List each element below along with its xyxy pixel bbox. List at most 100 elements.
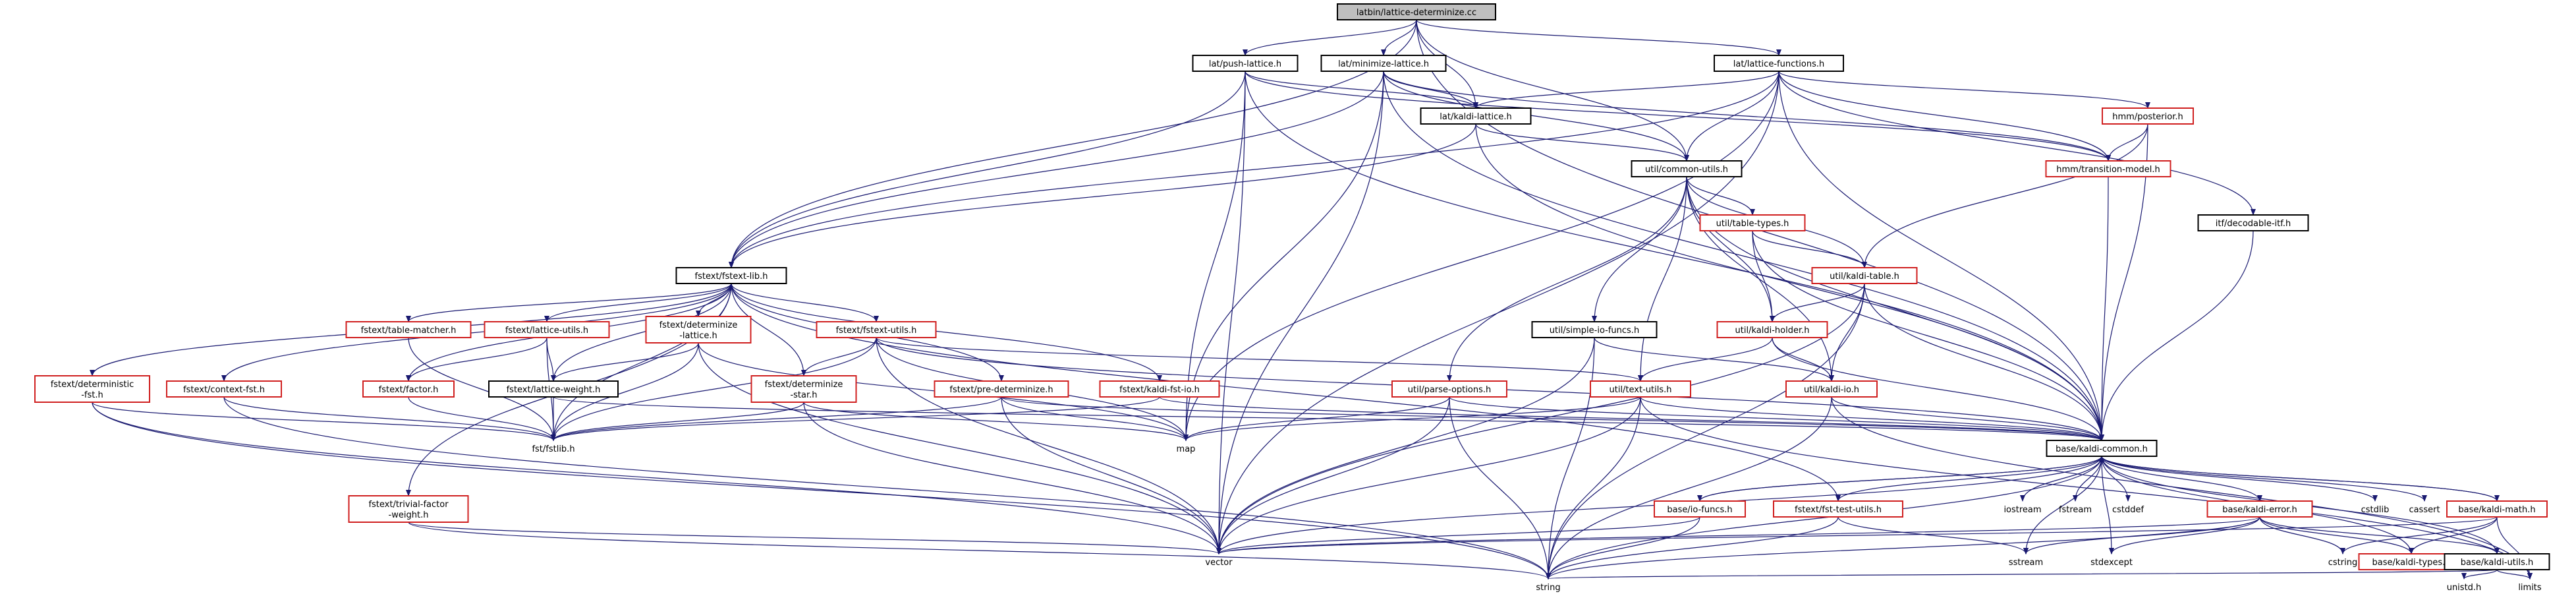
node-table-matcher[interactable]: fstext/table-matcher.h xyxy=(345,321,472,338)
node-label: fstext/lattice-weight.h xyxy=(507,385,601,395)
node-minimize-lattice[interactable]: lat/minimize-lattice.h xyxy=(1320,55,1447,72)
edge-fstext-utils-to-determinize-star xyxy=(801,337,877,376)
edge-kaldi-common-to-cstdlib xyxy=(2101,456,2378,502)
edge-kaldi-error-to-stdexcept xyxy=(2109,516,2260,554)
node-fstext-lib[interactable]: fstext/fstext-lib.h xyxy=(675,267,787,284)
edge-text-utils-to-limits xyxy=(1640,396,2533,580)
edge-kaldi-utils-to-limits xyxy=(2496,569,2533,580)
node-box xyxy=(2045,160,2171,177)
edge-posterior-to-kaldi-table xyxy=(1862,123,2148,268)
edge-parse-options-to-vector xyxy=(1216,396,1450,554)
node-deterministic-fst[interactable]: fstext/deterministic-fst.h xyxy=(34,375,150,403)
node-kaldi-holder[interactable]: util/kaldi-holder.h xyxy=(1716,321,1828,338)
edge-fstext-lib-to-lattice-weight xyxy=(551,283,732,382)
node-label: base/kaldi-math.h xyxy=(2458,505,2535,515)
node-kaldi-math[interactable]: base/kaldi-math.h xyxy=(2446,500,2548,518)
edge-io-funcs-to-vector xyxy=(1216,516,1700,554)
node-label: fstext/kaldi-fst-io.h xyxy=(1119,385,1200,395)
node-parse-options[interactable]: util/parse-options.h xyxy=(1391,380,1507,398)
node-text-utils[interactable]: util/text-utils.h xyxy=(1590,380,1691,398)
edge-deterministic-fst-to-vector xyxy=(92,402,1221,554)
node-box xyxy=(675,267,787,284)
edge-push-lattice-to-map xyxy=(1183,71,1246,441)
node-sstream: sstream xyxy=(2009,558,2043,568)
edge-simple-io-funcs-to-vector xyxy=(1216,337,1595,554)
node-label: util/kaldi-io.h xyxy=(1804,385,1859,395)
node-root[interactable]: latbin/lattice-determinize.cc xyxy=(1337,3,1496,20)
node-kaldi-error[interactable]: base/kaldi-error.h xyxy=(2206,500,2313,518)
node-lattice-functions[interactable]: lat/lattice-functions.h xyxy=(1714,55,1844,72)
node-determinize-star[interactable]: fstext/determinize-star.h xyxy=(750,375,857,403)
node-box xyxy=(816,321,937,338)
node-fst-test-utils[interactable]: fstext/fst-test-utils.h xyxy=(1773,500,1903,518)
node-kaldi-lattice[interactable]: lat/kaldi-lattice.h xyxy=(1420,107,1532,125)
edge-determinize-star-to-map xyxy=(803,402,1189,441)
node-label: limits xyxy=(2518,583,2542,593)
node-label: fstext/trivial-factor xyxy=(368,500,449,510)
edge-lattice-functions-to-kaldi-common xyxy=(1778,71,2104,441)
node-kaldi-fst-io[interactable]: fstext/kaldi-fst-io.h xyxy=(1099,380,1220,398)
node-pre-determinize[interactable]: fstext/pre-determinize.h xyxy=(934,380,1069,398)
node-kaldi-utils[interactable]: base/kaldi-utils.h xyxy=(2444,553,2550,570)
node-decodable-itf[interactable]: itf/decodable-itf.h xyxy=(2197,214,2309,231)
node-label: fstext/fst-test-utils.h xyxy=(1795,505,1882,515)
node-fstlib: fst/fstlib.h xyxy=(532,444,574,454)
edge-pre-determinize-to-kaldi-common xyxy=(1001,396,2104,441)
edge-text-utils-to-map xyxy=(1183,396,1641,441)
node-table-types[interactable]: util/table-types.h xyxy=(1699,214,1806,231)
edge-text-utils-to-string xyxy=(1546,396,1641,580)
node-kaldi-table[interactable]: util/kaldi-table.h xyxy=(1811,267,1918,284)
edge-trivial-factor-weight-to-vector xyxy=(408,522,1221,554)
node-label: itf/decodable-itf.h xyxy=(2216,219,2291,229)
edge-minimize-lattice-to-common-utils xyxy=(1383,71,1689,162)
edge-kaldi-table-to-kaldi-holder xyxy=(1770,283,1865,322)
edge-posterior-to-transition-model xyxy=(2106,123,2148,162)
node-label: cstring xyxy=(2328,558,2357,568)
node-common-utils[interactable]: util/common-utils.h xyxy=(1631,160,1743,177)
node-label: util/kaldi-table.h xyxy=(1830,272,1899,282)
node-trivial-factor-weight[interactable]: fstext/trivial-factor-weight.h xyxy=(348,495,469,523)
node-posterior[interactable]: hmm/posterior.h xyxy=(2102,107,2194,125)
node-simple-io-funcs[interactable]: util/simple-io-funcs.h xyxy=(1531,321,1658,338)
node-label: cstdlib xyxy=(2361,505,2390,515)
node-label: fstext/pre-determinize.h xyxy=(949,385,1053,395)
edge-fstext-lib-to-table-matcher xyxy=(406,283,732,322)
node-kaldi-common[interactable]: base/kaldi-common.h xyxy=(2046,440,2158,457)
node-label: fstext/table-matcher.h xyxy=(361,326,457,336)
edge-lattice-utils-to-lattice-weight xyxy=(546,337,556,382)
node-vector: vector xyxy=(1205,558,1233,568)
edge-minimize-lattice-to-vector xyxy=(1216,71,1384,554)
edge-kaldi-table-to-kaldi-common xyxy=(1864,283,2104,441)
node-box xyxy=(34,375,150,403)
node-fstext-utils[interactable]: fstext/fstext-utils.h xyxy=(816,321,937,338)
edge-transition-model-to-kaldi-common xyxy=(2099,176,2109,441)
node-transition-model[interactable]: hmm/transition-model.h xyxy=(2045,160,2171,177)
node-kaldi-io[interactable]: util/kaldi-io.h xyxy=(1785,380,1878,398)
edge-table-types-to-kaldi-table xyxy=(1752,230,1867,268)
node-determinize-lattice[interactable]: fstext/determinize-lattice.h xyxy=(645,316,752,344)
node-label: base/kaldi-common.h xyxy=(2056,444,2148,454)
node-push-lattice[interactable]: lat/push-lattice.h xyxy=(1192,55,1299,72)
node-factor[interactable]: fstext/factor.h xyxy=(362,380,455,398)
edge-root-to-push-lattice xyxy=(1243,19,1417,56)
node-box xyxy=(1590,380,1691,398)
node-label: fstext/determinize xyxy=(765,380,843,390)
edge-lattice-functions-to-posterior xyxy=(1778,71,2150,109)
node-label: latbin/lattice-determinize.cc xyxy=(1357,8,1476,18)
edge-determinize-lattice-to-fstlib xyxy=(551,342,699,441)
edge-common-utils-to-simple-io-funcs xyxy=(1592,176,1687,322)
edge-kaldi-error-to-sstream xyxy=(2023,516,2260,554)
node-lattice-weight[interactable]: fstext/lattice-weight.h xyxy=(488,380,619,398)
node-label: fstext/deterministic xyxy=(51,380,134,390)
edge-minimize-lattice-to-map xyxy=(1183,71,1384,441)
edge-trivial-factor-weight-to-string xyxy=(408,522,1551,580)
edge-kaldi-common-to-cstddef xyxy=(2101,456,2131,502)
edge-kaldi-error-to-vector xyxy=(1216,516,2260,554)
edge-table-matcher-to-fstlib xyxy=(408,337,556,441)
node-lattice-utils[interactable]: fstext/lattice-utils.h xyxy=(484,321,610,338)
node-label: util/simple-io-funcs.h xyxy=(1550,326,1639,336)
node-context-fst[interactable]: fstext/context-fst.h xyxy=(166,380,282,398)
node-io-funcs[interactable]: base/io-funcs.h xyxy=(1654,500,1746,518)
edge-lattice-functions-to-common-utils xyxy=(1684,71,1779,162)
node-box xyxy=(1773,500,1903,518)
